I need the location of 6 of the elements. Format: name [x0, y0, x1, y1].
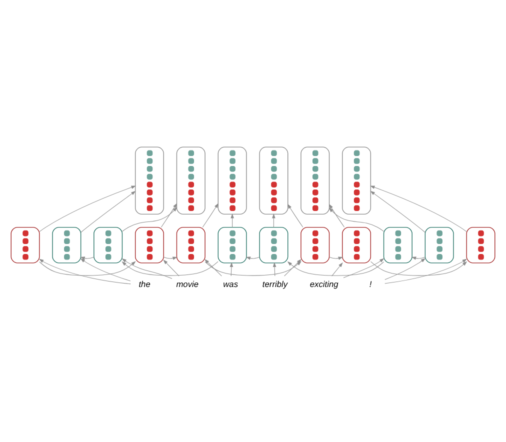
node-text: movie: [176, 278, 199, 289]
node-text: was: [223, 278, 238, 289]
node-text: the: [138, 278, 150, 289]
node-text: !: [369, 278, 372, 289]
node-text: terribly: [262, 278, 288, 289]
node-text: exciting: [310, 278, 338, 289]
